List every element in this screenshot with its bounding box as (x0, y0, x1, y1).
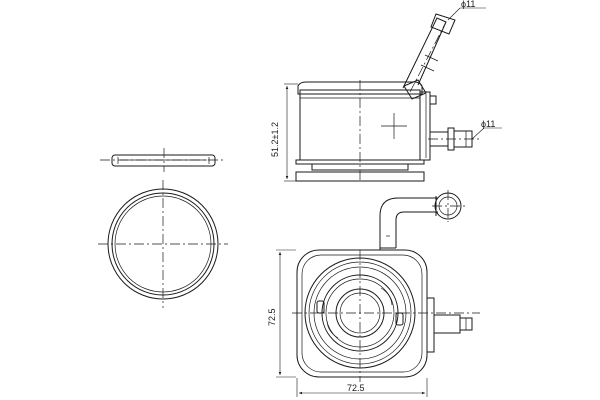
side-pipe-diameter-label: ϕ11 (481, 119, 495, 129)
top-pipe-diameter-label: ϕ11 (461, 0, 475, 9)
cooler-top-view (292, 190, 480, 382)
height-label: 51.2±1.2 (270, 122, 280, 157)
side-pipe-leader (471, 127, 502, 140)
seal-ring-side-view (100, 148, 225, 172)
depth-dimension (276, 249, 296, 378)
height-dimension (284, 83, 298, 182)
seal-ring-front-view (98, 180, 228, 308)
top-pipe-leader (447, 7, 486, 21)
depth-label: 72.5 (267, 308, 277, 326)
width-label: 72.5 (347, 383, 365, 393)
width-dimension (296, 378, 428, 397)
cooler-side-view (295, 13, 480, 183)
